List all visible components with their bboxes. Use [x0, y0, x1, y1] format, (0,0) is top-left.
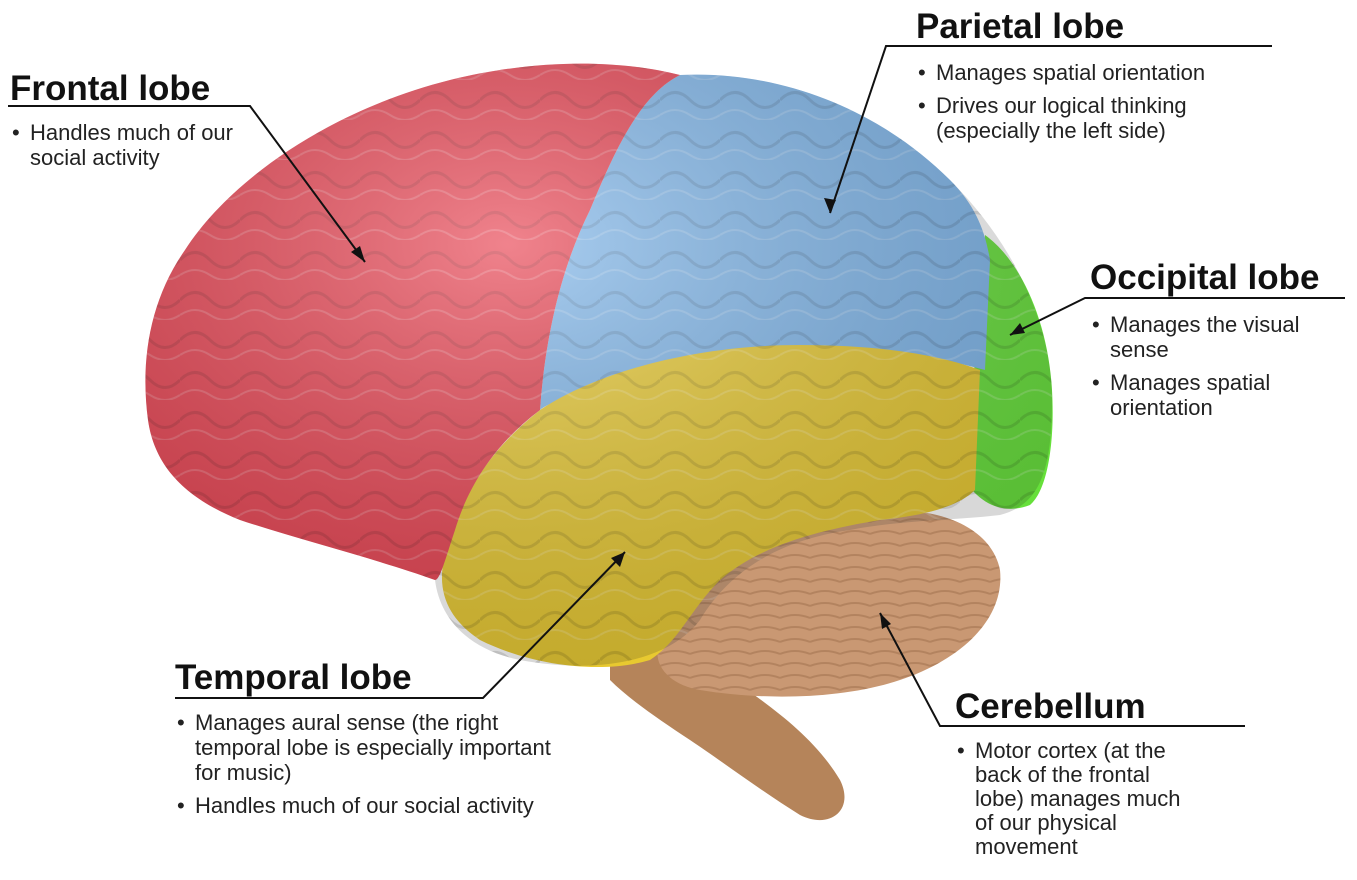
parietal-lobe-label: Parietal lobe Manages spatial orientatio…: [916, 8, 1296, 151]
cerebellum-points: Motor cortex (at the back of the frontal…: [955, 739, 1195, 859]
parietal-lobe-title: Parietal lobe: [916, 8, 1296, 46]
temporal-point-2: Handles much of our social activity: [175, 793, 555, 818]
frontal-lobe-label: Frontal lobe Handles much of our social …: [10, 70, 270, 178]
cerebellum-label: Cerebellum Motor cortex (at the back of …: [955, 688, 1255, 867]
parietal-point-1: Manages spatial orientation: [916, 60, 1286, 85]
occipital-lobe-title: Occipital lobe: [1090, 259, 1352, 297]
temporal-lobe-title: Temporal lobe: [175, 659, 585, 697]
occipital-lobe-label: Occipital lobe Manages the visual sense …: [1090, 259, 1352, 428]
temporal-lobe-label: Temporal lobe Manages aural sense (the r…: [175, 659, 585, 826]
cerebellum-title: Cerebellum: [955, 688, 1255, 726]
occipital-point-2: Manages spatial orientation: [1090, 370, 1320, 420]
temporal-point-1: Manages aural sense (the right temporal …: [175, 710, 580, 785]
parietal-point-2: Drives our logical thinking (especially …: [916, 93, 1266, 143]
occipital-point-1: Manages the visual sense: [1090, 312, 1340, 362]
cerebellum-point-1: Motor cortex (at the back of the frontal…: [955, 739, 1200, 859]
occipital-lobe-points: Manages the visual sense Manages spatial…: [1090, 312, 1340, 420]
frontal-lobe-points: Handles much of our social activity: [10, 120, 255, 170]
frontal-lobe-title: Frontal lobe: [10, 70, 270, 108]
frontal-point-1: Handles much of our social activity: [10, 120, 255, 170]
temporal-lobe-points: Manages aural sense (the right temporal …: [175, 710, 580, 818]
parietal-lobe-points: Manages spatial orientation Drives our l…: [916, 60, 1286, 143]
